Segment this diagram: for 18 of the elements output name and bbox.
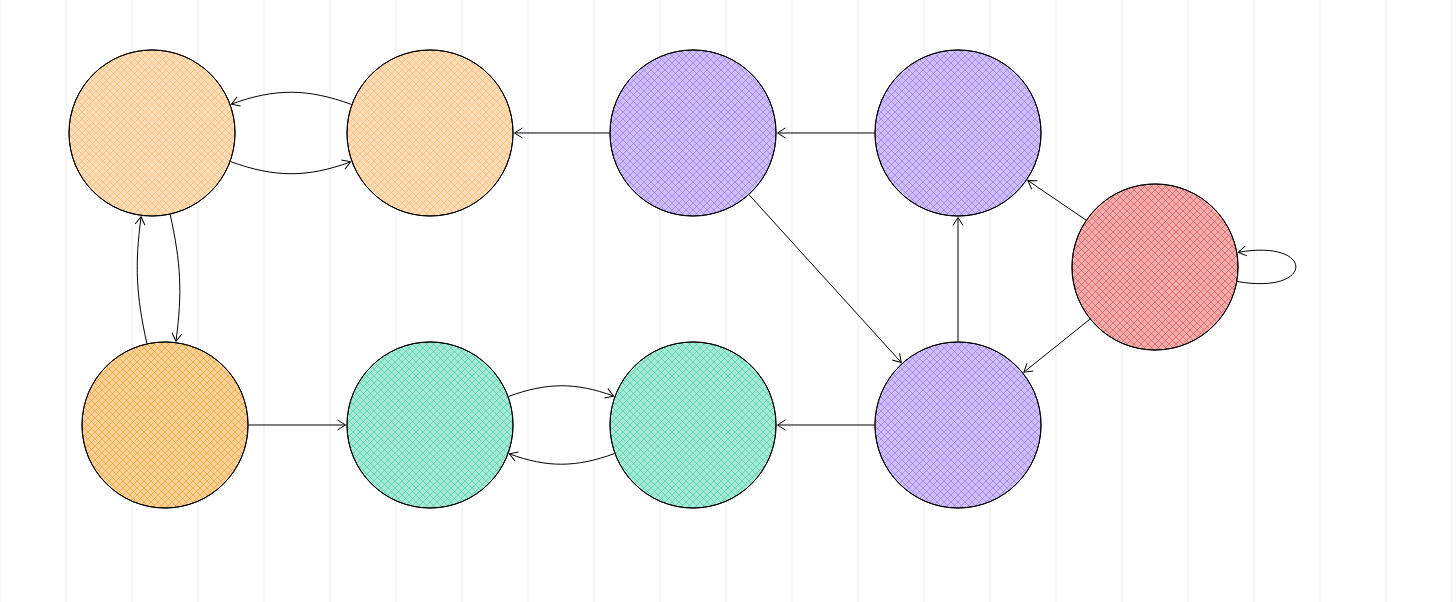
arrow [1236,245,1297,285]
arrow [776,419,875,431]
arrow [230,159,352,175]
arrow [1027,180,1087,221]
circle-node [1071,183,1239,351]
arrow [508,385,615,399]
arrow [248,419,347,431]
arrow [230,91,353,107]
arrow [776,127,875,139]
arrow [748,194,902,363]
arrow [169,214,183,342]
arrow [1023,318,1091,373]
arrow [508,451,616,465]
arrow [513,127,610,139]
circle-node [874,49,1042,217]
circle-node [874,341,1042,509]
arrow [952,216,964,342]
arrow [134,216,148,344]
